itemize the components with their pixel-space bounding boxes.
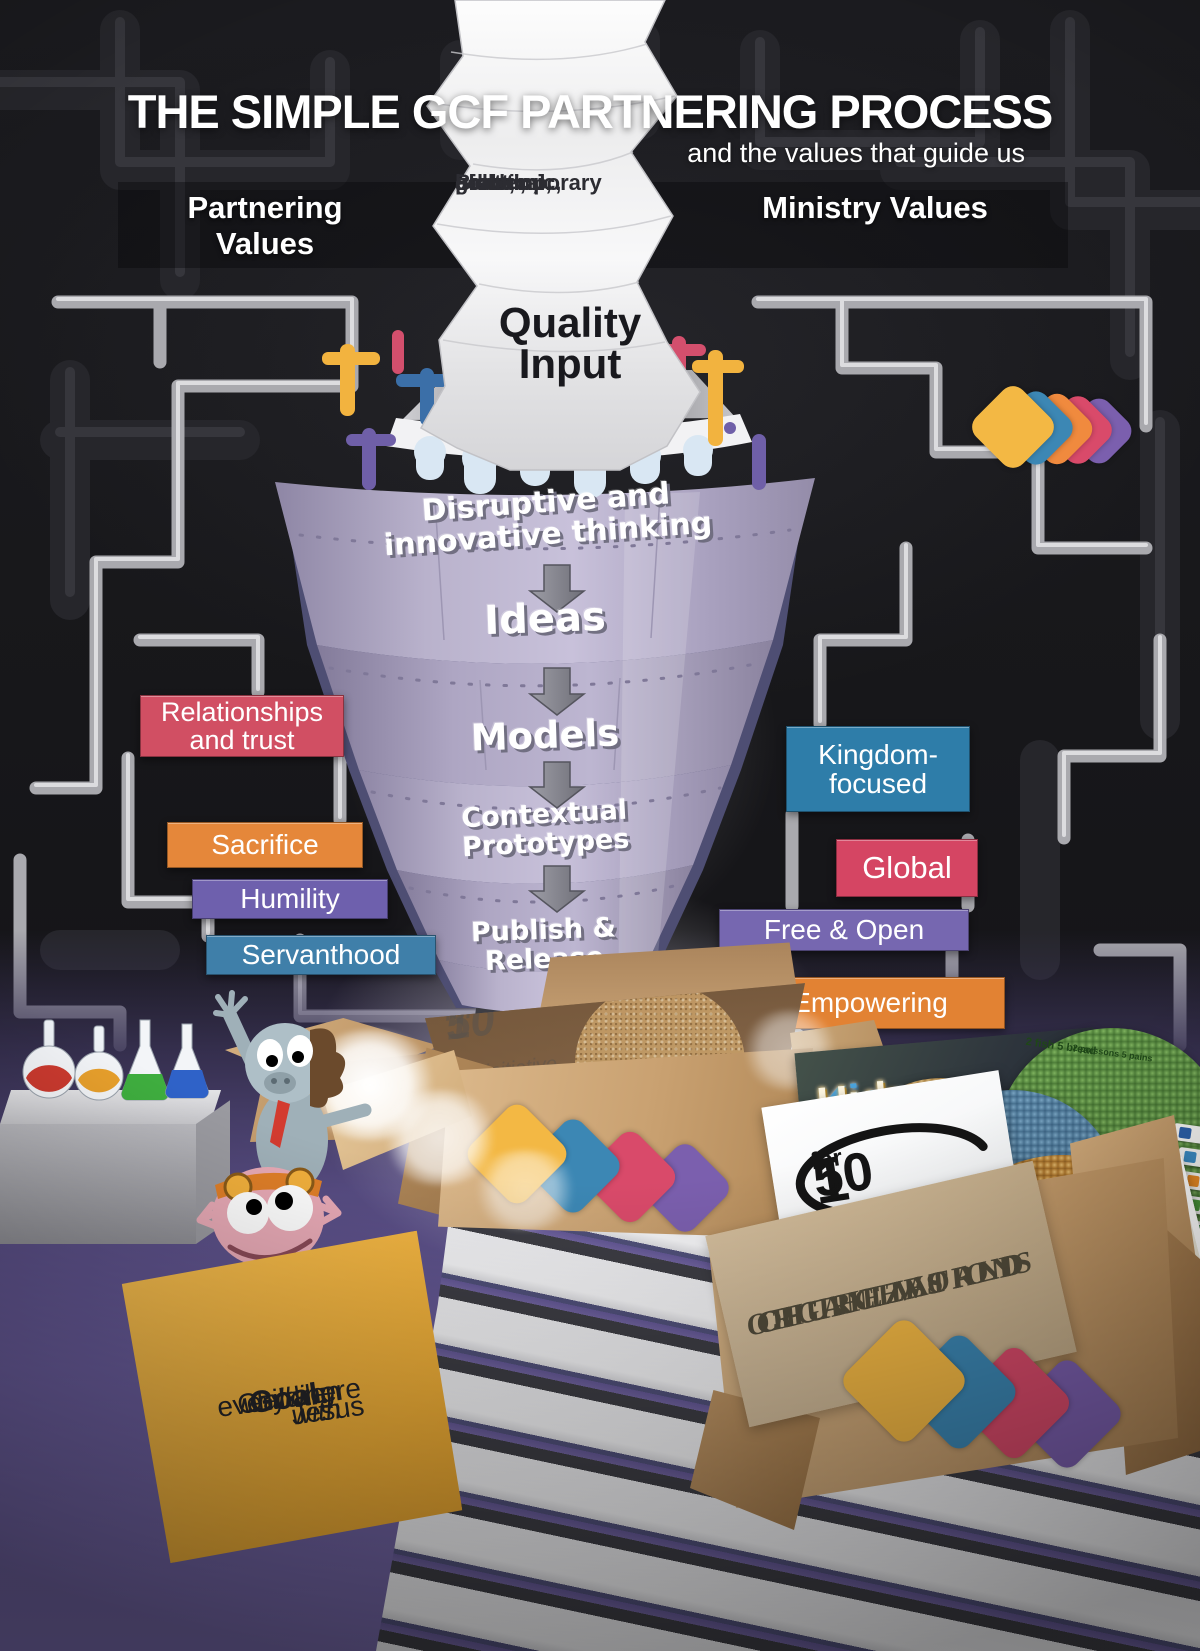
page-subtitle: and the values that guide us xyxy=(687,138,1025,168)
flasks xyxy=(22,1019,209,1101)
quality-line: holistic, xyxy=(455,170,539,195)
flask-icon xyxy=(74,1025,124,1101)
quality-line: Bible, xyxy=(455,170,515,195)
funnel-stage-prototypes: Contextual Prototypes xyxy=(460,794,631,864)
partnering-values-header: Partnering Values xyxy=(187,190,343,261)
flask-icon xyxy=(22,1019,76,1099)
value-free-and-open: Free & Open xyxy=(719,909,969,951)
smoke-puff xyxy=(470,1150,580,1230)
quality-input-label: Quality Input xyxy=(498,299,642,388)
page-title: THE SIMPLE GCF PARTNERING PROCESS xyxy=(127,85,1054,138)
funnel xyxy=(275,478,815,1013)
down-arrow-icon xyxy=(527,564,587,913)
gray-mascot xyxy=(213,990,372,1214)
lab-table-front xyxy=(0,1124,196,1244)
paper-ribbon xyxy=(419,0,701,471)
output-box-diamond-logo xyxy=(837,1314,1155,1474)
value-relationships-and-trust: Relationships and trust xyxy=(140,695,344,757)
value-kingdom-focused: Kingdom-focused xyxy=(786,726,970,812)
flask-icon xyxy=(165,1023,209,1099)
ministry-values-header: Ministry Values xyxy=(762,190,988,225)
quality-line: global, xyxy=(455,170,526,195)
value-humility: Humility xyxy=(192,879,388,919)
value-sacrifice: Sacrifice xyxy=(167,822,363,868)
value-global: Global xyxy=(836,839,978,897)
value-servanthood: Servanthood xyxy=(206,935,436,975)
quality-line: contemporary xyxy=(455,170,602,195)
goal-sticky-note: Goal: Children everywhere walking with J… xyxy=(114,1230,464,1566)
gcf-diamond-logo xyxy=(966,380,1160,482)
funnel-stage-models: Models xyxy=(470,711,620,760)
funnel-stage-ideas: Ideas xyxy=(483,593,607,645)
quality-line: practical, xyxy=(455,170,552,195)
quality-line: academic, xyxy=(455,170,562,195)
